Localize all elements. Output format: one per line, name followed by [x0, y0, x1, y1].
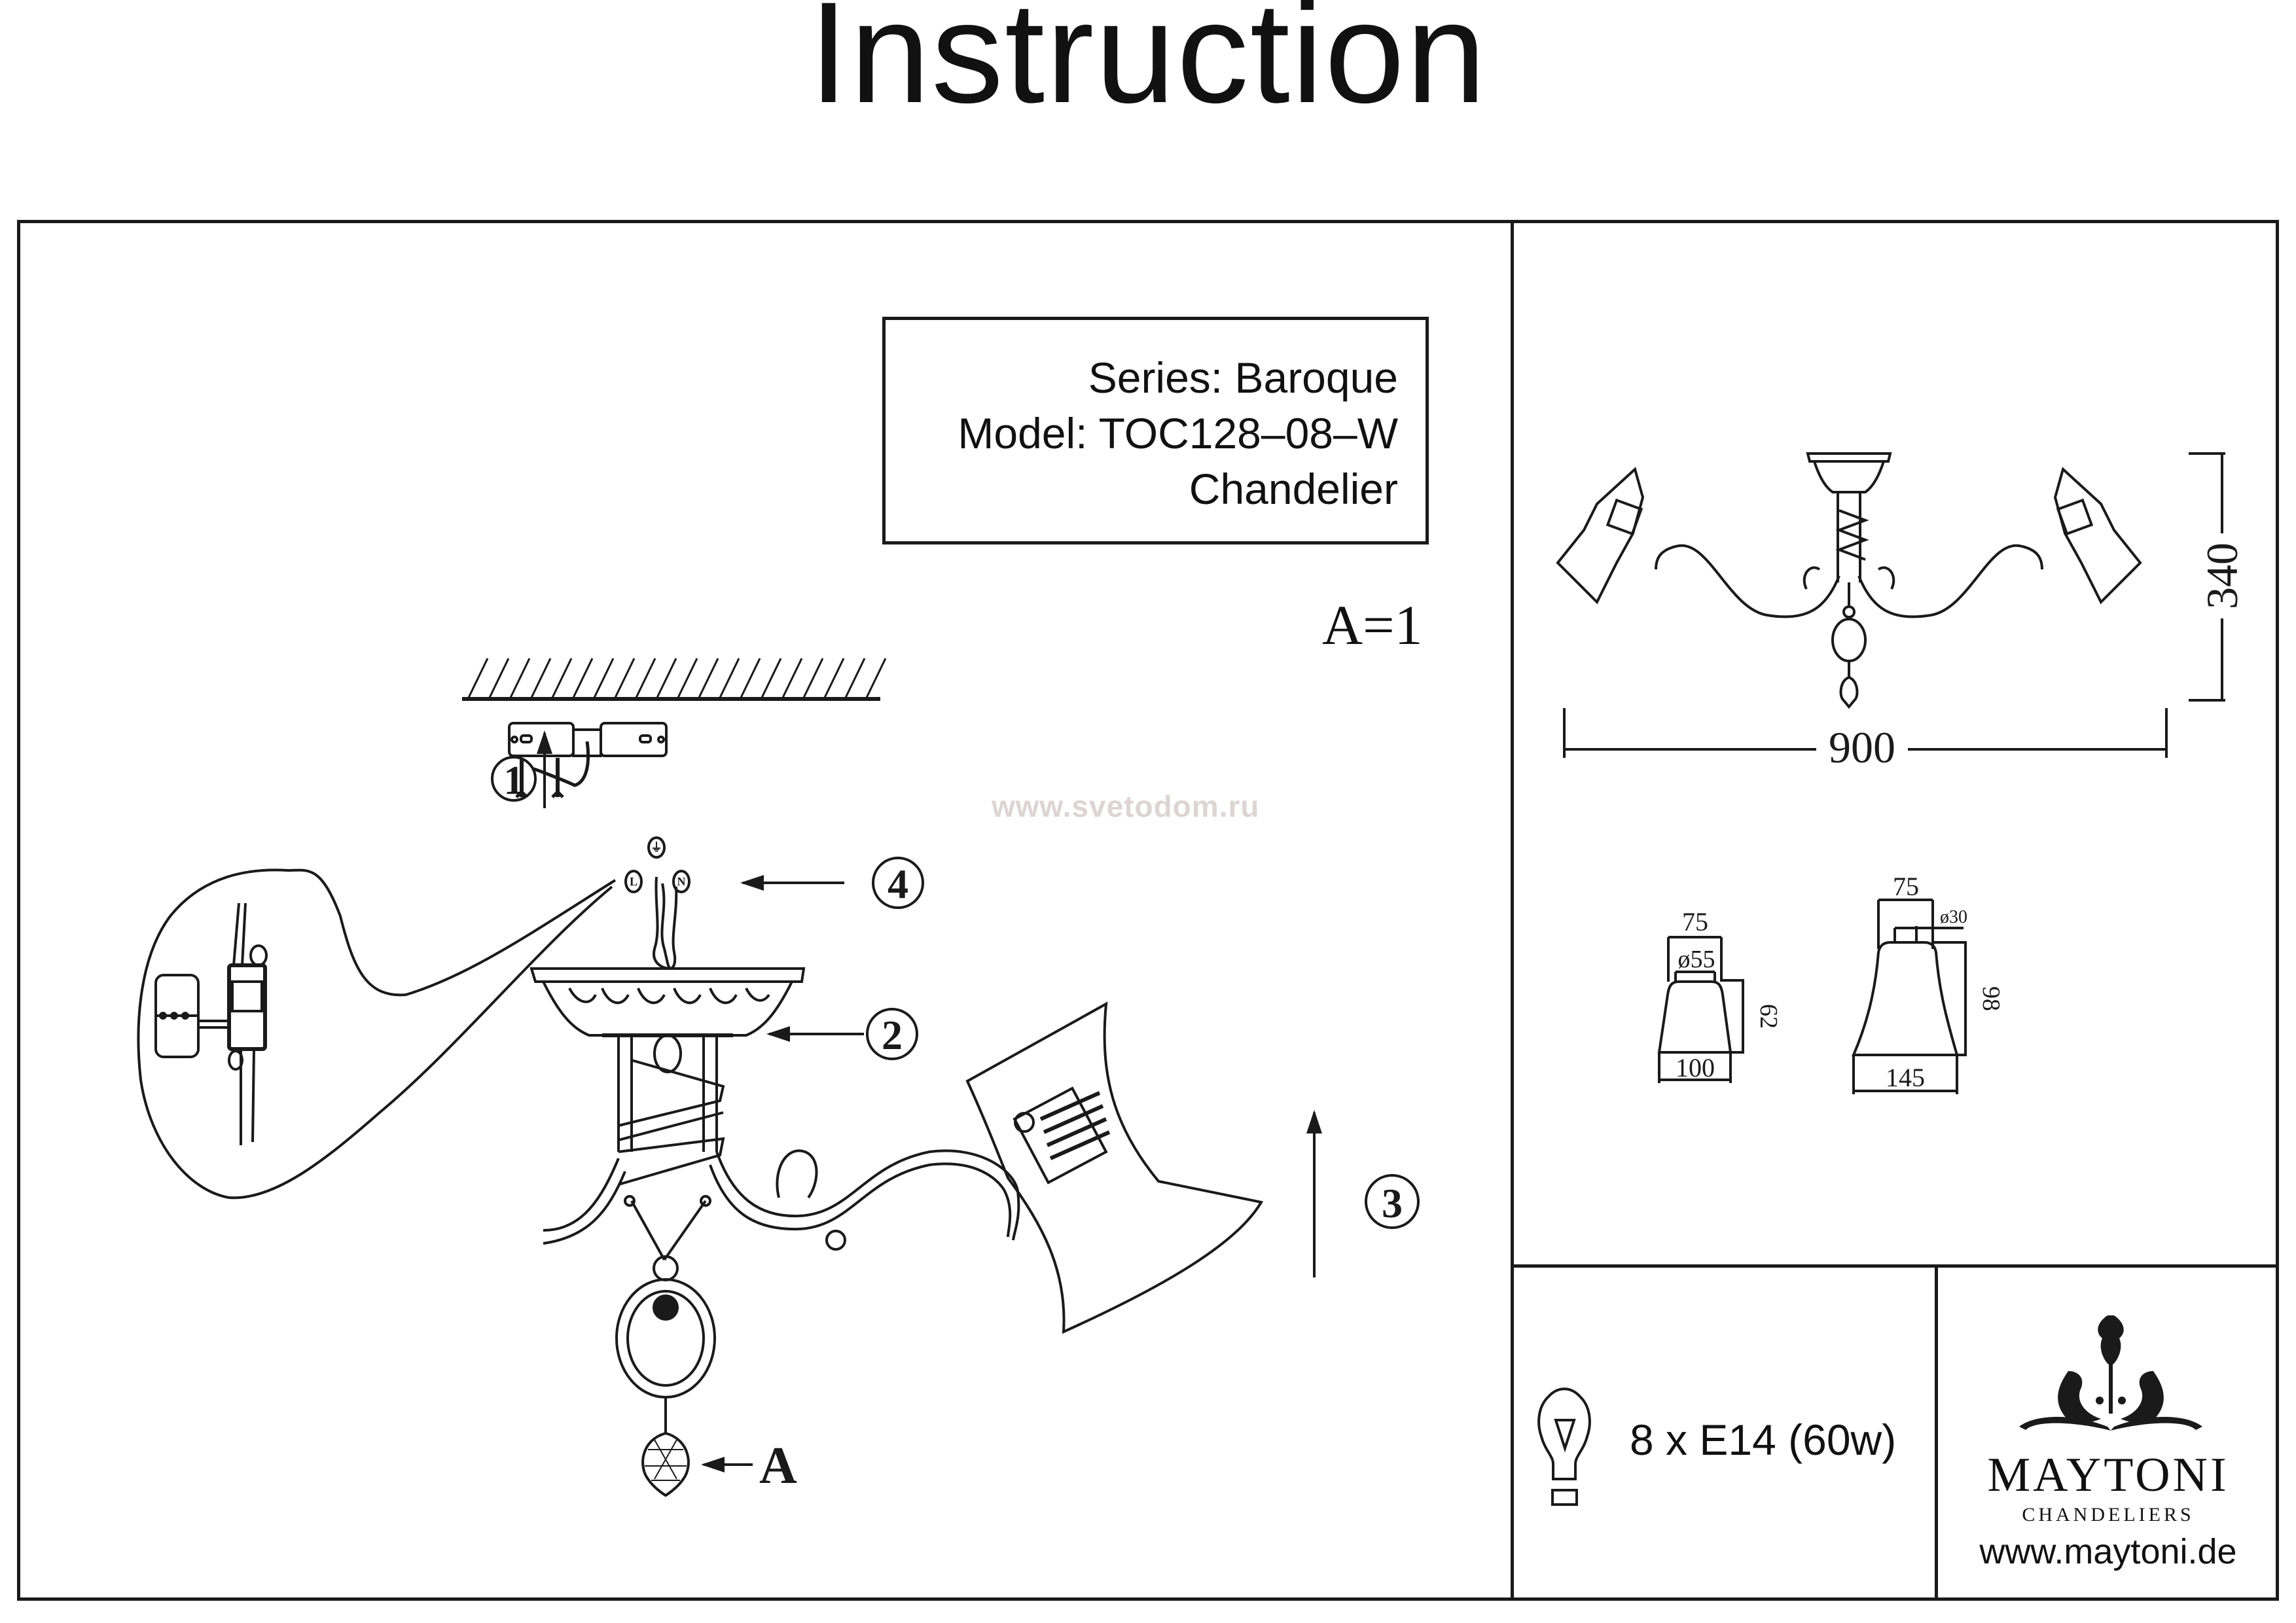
brand-url[interactable]: www.maytoni.de [1979, 1532, 2237, 1571]
lamp-shade [965, 1001, 1264, 1334]
frame-divider-horizontal [1511, 1264, 2279, 1268]
large-shade-drawing [1851, 899, 1967, 1094]
chandelier-arm [543, 1112, 1035, 1251]
frame-divider-bottom [1935, 1264, 1938, 1601]
step-4-circle [872, 857, 924, 909]
model-label: Model: TOC128–08–W [958, 409, 1398, 457]
step-2-circle [866, 1008, 918, 1060]
canopy [529, 967, 806, 1037]
parts-count-note: A=1 [1322, 594, 1423, 656]
ceiling-hatch [462, 658, 887, 701]
terminal-earth-label: ⏚ [651, 841, 662, 854]
crystal-drop [641, 1431, 690, 1497]
brand-name: MAYTONI [1987, 1448, 2229, 1502]
brand-subtitle: CHANDELIERS [2022, 1504, 2195, 1525]
step-1-label: 1 [504, 758, 524, 803]
lightbulb-icon [1537, 1387, 1591, 1506]
small-shade-opening: ø55 [1678, 946, 1715, 973]
wiring-detail-callout [137, 868, 617, 1200]
ornament-icon [2019, 1315, 2202, 1431]
drawing-frame [17, 220, 2279, 1601]
elevation-drawing [1556, 452, 2142, 709]
step-4-label: 4 [888, 861, 908, 907]
dimension-lines-overall [1563, 452, 2225, 758]
step-2-label: 2 [882, 1012, 903, 1058]
small-shade-height: 62 [1755, 1004, 1782, 1029]
large-shade-height: 98 [1977, 986, 2005, 1011]
watermark: www.svetodom.ru [992, 789, 1260, 823]
large-shade-bottom-width: 145 [1886, 1063, 1925, 1092]
overall-height-label: 340 [2197, 543, 2247, 609]
terminal-block [624, 836, 691, 970]
pendant-ornament [615, 1195, 716, 1497]
mounting-bracket [508, 722, 668, 798]
large-shade-top-width: 75 [1893, 872, 1919, 901]
stem [617, 1034, 725, 1186]
step-1-circle [491, 756, 537, 802]
small-shade-top-width: 75 [1682, 907, 1708, 936]
bulb-spec: 8 x E14 (60w) [1630, 1416, 1897, 1464]
terminal-live-label: L [630, 875, 637, 888]
product-info-box: Series: Baroque Model: TOC128–08–W Chand… [882, 317, 1429, 544]
small-shade-drawing [1657, 936, 1744, 1083]
terminal-neutral-label: N [677, 875, 686, 888]
overall-width-label: 900 [1829, 722, 1895, 772]
product-type-label: Chandelier [1189, 465, 1398, 513]
page-title: Instruction [808, 0, 1488, 133]
part-a-label: A [759, 1437, 797, 1495]
large-shade-opening: ø30 [1940, 907, 1967, 927]
series-label: Series: Baroque [1088, 353, 1398, 402]
step-3-circle [1365, 1174, 1420, 1229]
frame-divider-vertical [1511, 220, 1514, 1601]
small-shade-bottom-width: 100 [1676, 1053, 1715, 1082]
step-3-label: 3 [1382, 1180, 1403, 1226]
